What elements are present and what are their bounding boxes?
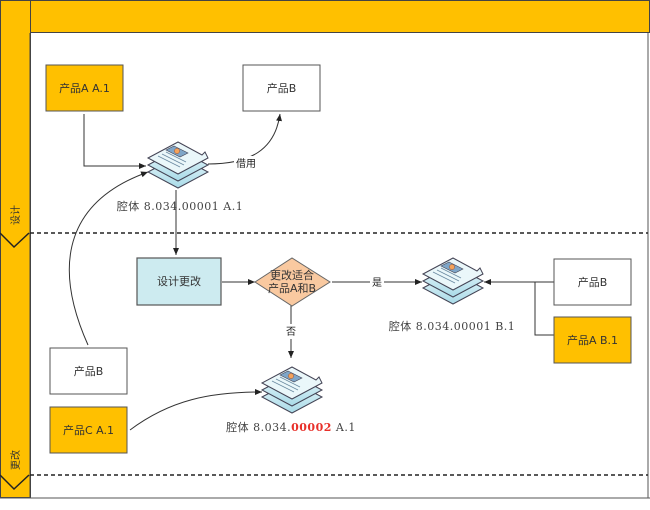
svg-text:产品A A.1: 产品A A.1 <box>59 81 110 95</box>
node-product-c-a1[interactable]: 产品C A.1 <box>49 406 128 454</box>
edge-doc-borrow-productB <box>207 113 283 165</box>
node-product-b-left[interactable]: 产品B <box>49 347 128 395</box>
edge-label-no: 否 <box>284 324 299 339</box>
node-product-b-right[interactable]: 产品B <box>553 258 632 306</box>
svg-text:设计更改: 设计更改 <box>157 274 201 288</box>
svg-text:产品B: 产品B <box>578 275 608 289</box>
node-doc-bottom[interactable]: 腔体 8.034.00002 A.1 <box>226 366 356 434</box>
edge-label-yes: 是 <box>370 274 384 289</box>
doc-bottom-label: 腔体 8.034.00002 A.1 <box>226 420 356 434</box>
node-design-change[interactable]: 设计更改 <box>136 257 222 306</box>
svg-text:产品C A.1: 产品C A.1 <box>63 423 114 437</box>
highlighted-serial: 00002 <box>291 421 332 434</box>
svg-text:产品A B.1: 产品A B.1 <box>567 333 618 347</box>
edge-productA-to-doc <box>83 114 146 169</box>
lane-label-design: 设计 <box>9 205 22 225</box>
svg-text:腔体 8.034.00001 B.1: 腔体 8.034.00001 B.1 <box>389 319 516 333</box>
node-decision[interactable]: 更改适合 产品A和B <box>254 257 331 307</box>
svg-text:否: 否 <box>286 326 296 338</box>
node-product-b-top[interactable]: 产品B <box>242 64 321 112</box>
edge-productB-left-to-doc <box>68 171 149 346</box>
node-product-a-a1[interactable]: 产品A A.1 <box>45 64 124 112</box>
edge-label-borrow: 借用 <box>234 156 258 170</box>
node-doc-top[interactable]: 腔体 8.034.00001 A.1 <box>117 141 243 213</box>
lane-header-bar <box>0 0 650 33</box>
svg-text:产品B: 产品B <box>74 364 104 378</box>
svg-text:更改适合: 更改适合 <box>270 268 314 282</box>
lane-side-bar <box>0 0 31 498</box>
svg-text:借用: 借用 <box>236 158 256 170</box>
node-product-a-b1[interactable]: 产品A B.1 <box>553 316 632 364</box>
svg-text:产品A和B: 产品A和B <box>268 281 316 295</box>
edge-productC-to-doc <box>129 389 263 431</box>
svg-text:产品B: 产品B <box>267 81 297 95</box>
edge-productA-B1-to-doc <box>534 282 554 336</box>
lane-label-change: 更改 <box>9 450 22 470</box>
svg-text:腔体 8.034.00001 A.1: 腔体 8.034.00001 A.1 <box>117 199 243 213</box>
svg-text:是: 是 <box>372 277 382 289</box>
lane-separators <box>0 232 648 491</box>
node-doc-right[interactable]: 腔体 8.034.00001 B.1 <box>389 257 516 333</box>
